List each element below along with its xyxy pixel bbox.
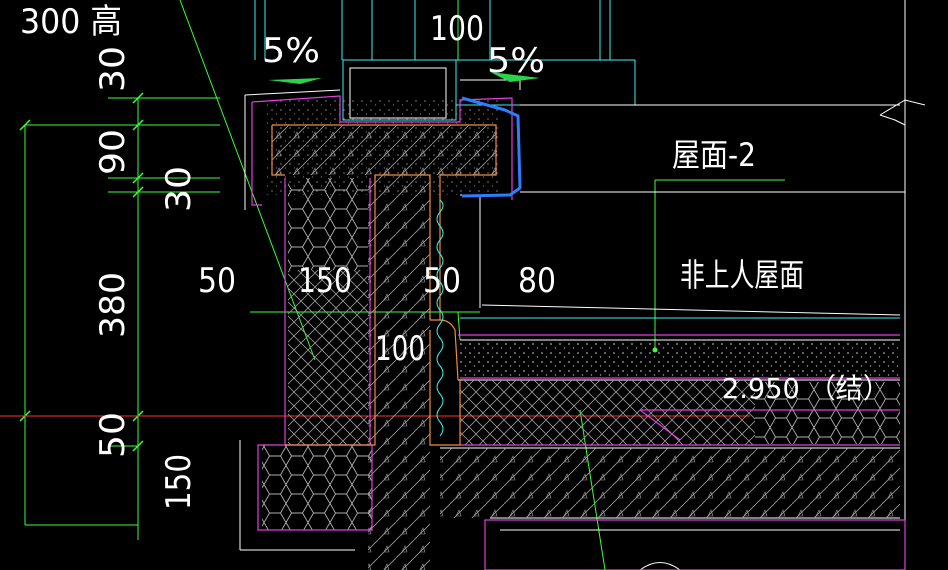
- annotation-labels: 300 高 100 5% 5% 屋面-2 非上人屋面 2.950 （结）: [20, 2, 890, 405]
- dim-h-50b: 50: [423, 261, 461, 301]
- elevation-label: 2.950 （结）: [722, 372, 890, 405]
- dim-h-150: 150: [298, 261, 352, 301]
- dim-v-150: 150: [159, 454, 199, 510]
- slope-right-label: 5%: [487, 41, 545, 81]
- hatch-areas: [272, 125, 900, 570]
- highlighted-flashing: [461, 96, 522, 198]
- top-width-label: 100: [430, 9, 484, 49]
- dim-h-50: 50: [198, 261, 236, 301]
- dim-h-100: 100: [375, 329, 425, 369]
- dim-v-30: 30: [93, 46, 133, 92]
- vertical-dimension-labels: 30 90 30 380 50 150: [93, 46, 199, 510]
- dimension-ticks: [19, 92, 144, 452]
- magenta-lines: [251, 95, 906, 570]
- dim-h-80: 80: [518, 261, 556, 301]
- top-left-note: 300 高: [20, 2, 122, 42]
- roof-type-label: 非上人屋面: [680, 256, 804, 294]
- horizontal-dimension-labels: 50 150 50 80 100: [198, 261, 556, 369]
- dim-v-50: 50: [93, 412, 133, 458]
- slope-left-label: 5%: [262, 31, 320, 71]
- dim-v-90: 90: [93, 129, 133, 175]
- dim-v-380: 380: [93, 272, 133, 338]
- slope-arrows: [268, 72, 540, 84]
- waterproof-layer: [436, 199, 444, 437]
- roof-name-label: 屋面-2: [672, 136, 756, 174]
- dim-v-30b: 30: [159, 166, 199, 212]
